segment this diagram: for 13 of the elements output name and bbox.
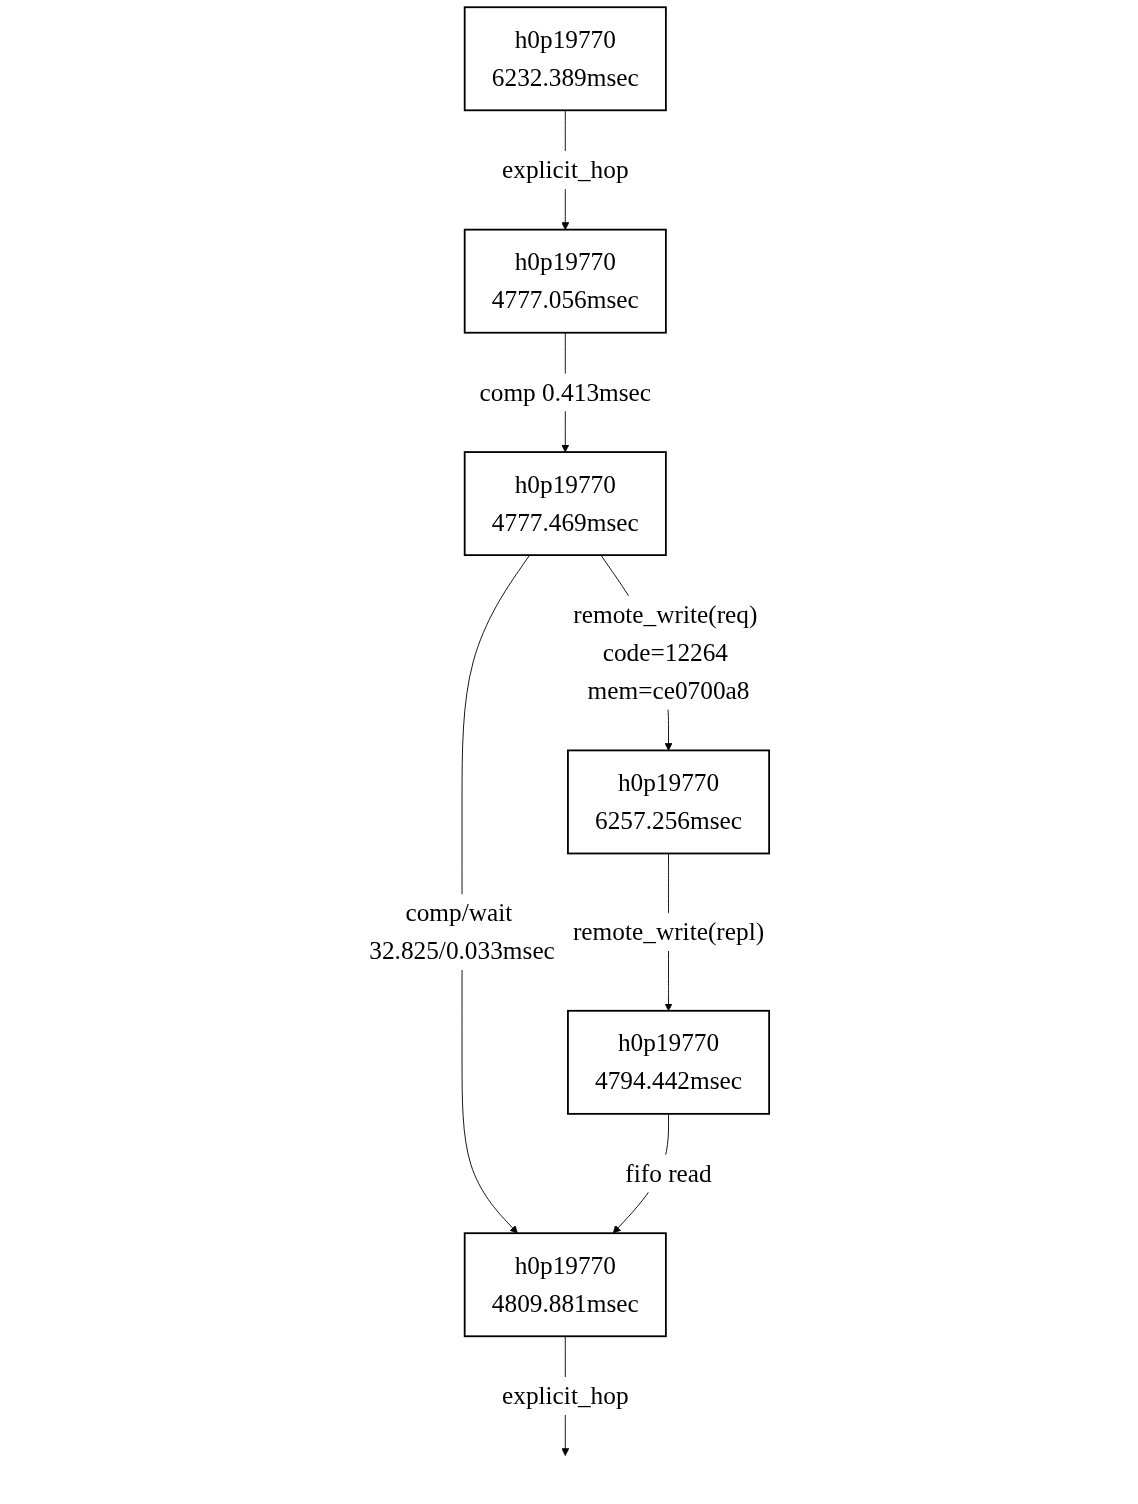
- node-box: h0p19770 4809.881msec: [463, 1232, 667, 1338]
- edge-label: comp 0.413msec: [479, 377, 651, 406]
- edge-label: explicit_hop: [501, 1381, 629, 1410]
- edge-label: fifo read: [625, 1159, 712, 1188]
- node-box: h0p19770 6257.256msec: [566, 749, 770, 855]
- edge-label: remote_write(repl): [572, 917, 764, 946]
- node-box: h0p19770 6232.389msec: [463, 6, 667, 112]
- edge-label: comp/wait 32.825/0.033msec: [369, 898, 555, 965]
- node-box: h0p19770 4777.469msec: [463, 451, 667, 557]
- node-box: h0p19770 4777.056msec: [463, 228, 667, 334]
- node-box: h0p19770 4794.442msec: [566, 1009, 770, 1115]
- edge-label: remote_write(req) code=12264 mem=ce0700a8: [573, 600, 758, 705]
- edge-label: explicit_hop: [501, 155, 629, 184]
